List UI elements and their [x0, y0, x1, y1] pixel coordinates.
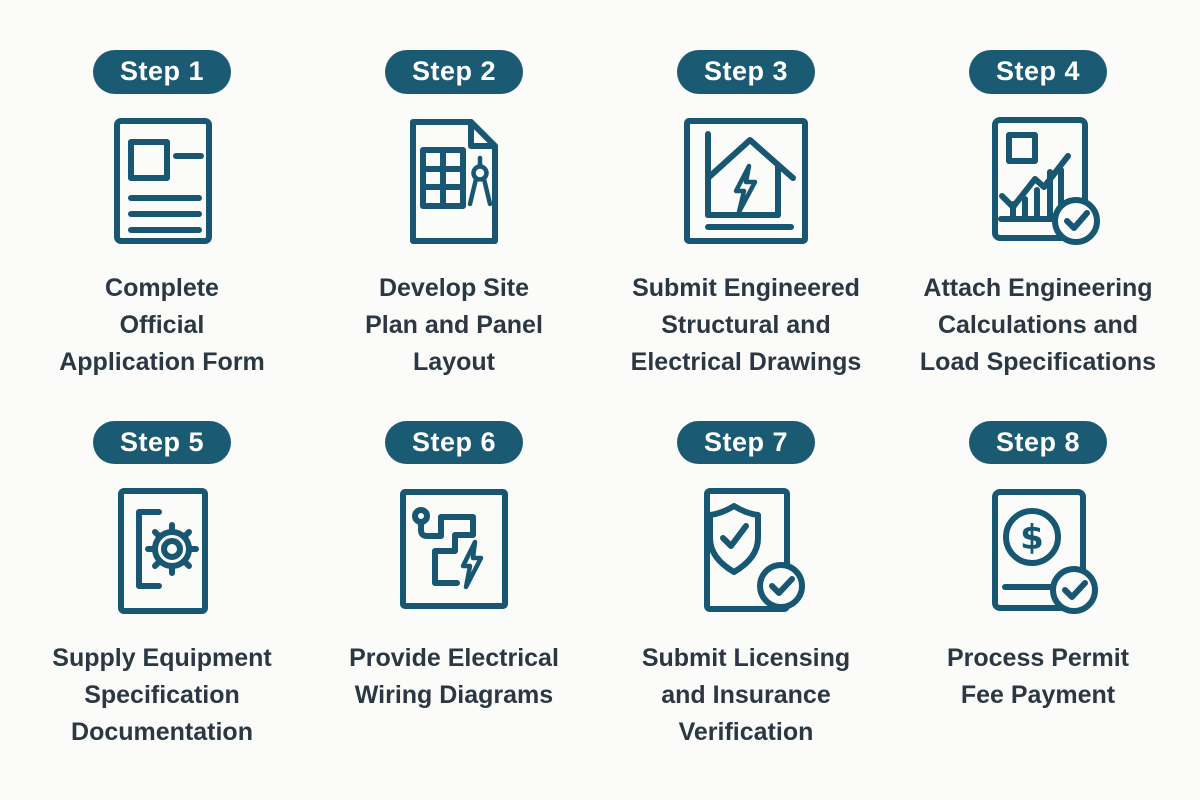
- fee-payment-check-icon: $: [973, 486, 1103, 618]
- step-6-caption: Provide Electrical Wiring Diagrams: [349, 644, 559, 710]
- step-3-badge: Step 3: [676, 50, 816, 94]
- steps-row-1: Step 1 Complete Official Application For…: [0, 0, 1200, 381]
- step-5-caption: Supply Equipment Specification Documenta…: [52, 644, 272, 747]
- calculations-chart-check-icon: [973, 116, 1103, 248]
- wiring-diagram-icon: [389, 486, 519, 618]
- step-8-badge: Step 8: [968, 420, 1108, 465]
- step-1-caption: Complete Official Application Form: [59, 273, 265, 376]
- step-7-caption: Submit Licensing and Insurance Verificat…: [641, 644, 851, 747]
- step-7: Step 7 Submit Licensing and Insurance Ve…: [600, 420, 892, 752]
- step-7-badge: Step 7: [676, 420, 816, 465]
- step-2: Step 2 Develop Site Plan and Panel Layou…: [308, 50, 600, 381]
- step-5: Step 5 Supply Equipment Specif: [16, 420, 308, 752]
- step-6: Step 6 Provide Electrical Wiring Diagram…: [308, 420, 600, 715]
- step-4-caption: Attach Engineering Calculations and Load…: [919, 273, 1157, 376]
- steps-row-2: Step 5 Supply Equipment Specif: [0, 420, 1200, 752]
- step-5-badge: Step 5: [92, 420, 232, 465]
- step-4-badge: Step 4: [968, 50, 1108, 94]
- step-8-caption: Process Permit Fee Payment: [946, 644, 1130, 710]
- step-3: Step 3 Submit Engineered Structural and …: [600, 50, 892, 381]
- step-2-caption: Develop Site Plan and Panel Layout: [365, 273, 543, 376]
- step-3-caption: Submit Engineered Structural and Electri…: [630, 273, 862, 376]
- license-shield-check-icon: [681, 486, 811, 618]
- step-6-badge: Step 6: [384, 420, 524, 465]
- step-1: Step 1 Complete Official Application For…: [16, 50, 308, 381]
- step-2-badge: Step 2: [384, 50, 524, 94]
- site-plan-compass-icon: [389, 116, 519, 248]
- step-1-badge: Step 1: [92, 50, 232, 94]
- svg-text:$: $: [1020, 518, 1044, 558]
- house-electrical-drawing-icon: [681, 116, 811, 248]
- application-form-icon: [97, 116, 227, 248]
- step-8: Step 8 $ Process Permit Fee Payment: [892, 420, 1184, 715]
- equipment-spec-gear-icon: [97, 486, 227, 618]
- step-4: Step 4 Attach Engineering Calculations a…: [892, 50, 1184, 381]
